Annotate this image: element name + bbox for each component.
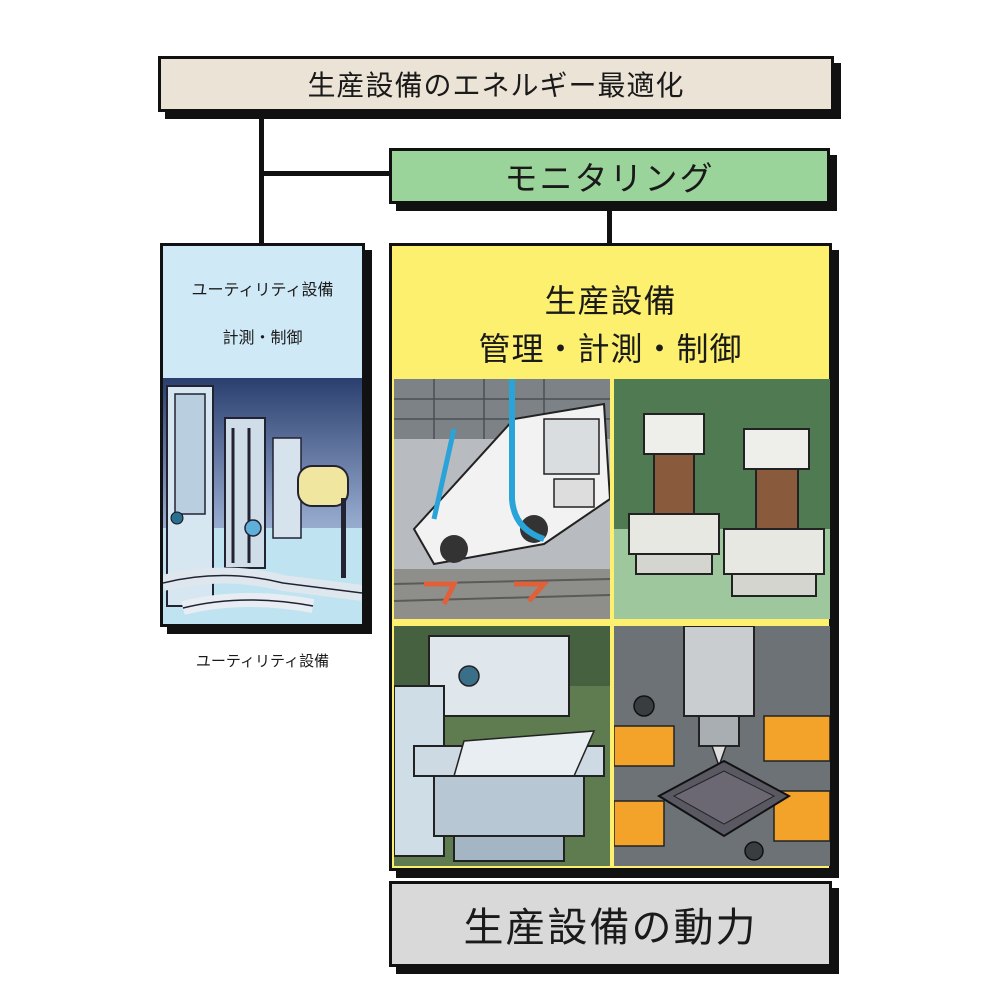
monitoring-label: モニタリング — [505, 152, 715, 200]
utility-subtitle: 計測・制御 — [163, 324, 362, 348]
production-power-label: 生産設備の動力 — [464, 895, 758, 953]
production-power-box: 生産設備の動力 — [389, 881, 832, 967]
utility-plant-illustration — [163, 378, 362, 624]
production-title: 生産設備 — [392, 276, 829, 322]
monitoring-box: モニタリング — [389, 148, 830, 204]
press-machines-illustration — [614, 379, 830, 619]
utility-caption: ユーティリティ設備 — [160, 650, 365, 671]
connector-monitoring-to-production — [607, 209, 612, 245]
cnc-sheet-metal-machine-illustration — [394, 626, 610, 866]
vehicle-assembly-line-illustration — [394, 379, 610, 619]
energy-optimization-box: 生産設備のエネルギー最適化 — [158, 56, 834, 112]
utility-title: ユーティリティ設備 — [163, 276, 362, 300]
chip-mounting-machine-illustration — [614, 626, 830, 866]
production-equipment-box: 生産設備 管理・計測・制御 — [389, 243, 832, 871]
utility-equipment-box: ユーティリティ設備 計測・制御 — [160, 243, 365, 627]
connector-top-vertical — [259, 118, 264, 245]
production-subtitle: 管理・計測・制御 — [392, 324, 829, 370]
connector-to-monitoring — [259, 171, 391, 176]
energy-optimization-label: 生産設備のエネルギー最適化 — [307, 64, 684, 104]
